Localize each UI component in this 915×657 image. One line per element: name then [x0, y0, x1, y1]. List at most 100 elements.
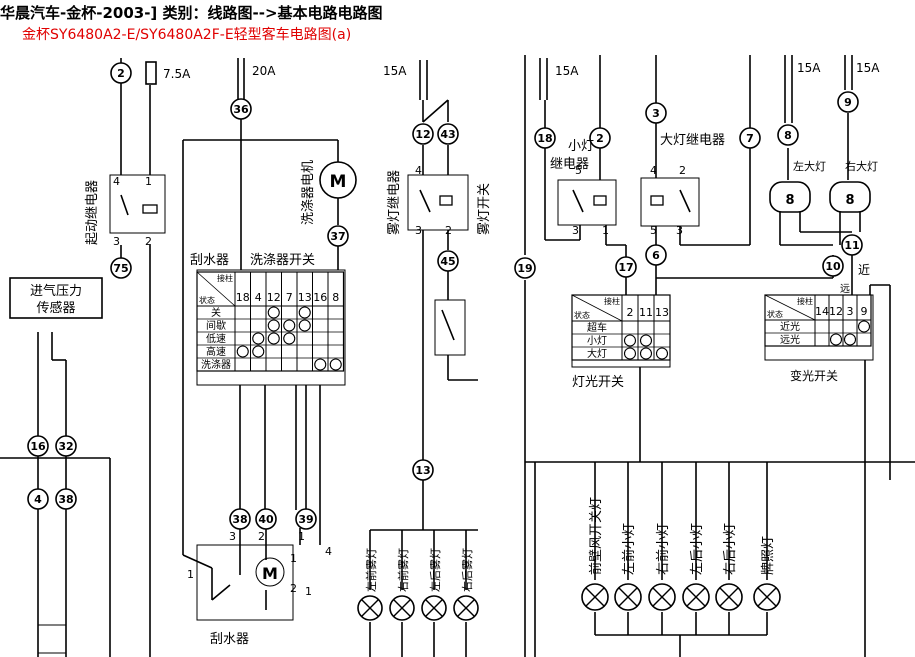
- connector-label: 38: [232, 513, 247, 526]
- washer-switch-label: 洗涤器开关: [250, 253, 315, 268]
- washer-motor: M: [319, 161, 357, 199]
- table-col-header: 9: [861, 305, 868, 318]
- pin-number: 1: [305, 585, 312, 598]
- table-dot: [314, 358, 327, 371]
- table-row-label: 洗涤器: [201, 358, 231, 371]
- connector-label: 2: [117, 67, 125, 80]
- connector-circle: [55, 435, 77, 457]
- table-dot: [252, 332, 265, 345]
- small-relay-label: 继电器: [550, 157, 589, 172]
- fog-lamp-label: 右前雾灯: [396, 548, 410, 592]
- table-col-header: 18: [236, 291, 250, 304]
- table-dot: [298, 306, 311, 319]
- head-lamp-sockets: 8 8: [769, 181, 871, 213]
- connector-label: 3: [652, 107, 660, 120]
- table-col-header: 12: [267, 291, 281, 304]
- pin-number: 2: [258, 530, 265, 543]
- connector-label: 13: [415, 464, 430, 477]
- pin-number: 1: [602, 224, 609, 237]
- connector-circle: [645, 102, 667, 124]
- table-corner-top: 接柱: [217, 273, 233, 283]
- connector-label: 2: [596, 132, 604, 145]
- pin-number: 2: [290, 582, 297, 595]
- table-corner-bottom: 状态: [199, 295, 215, 305]
- pin-number: 3: [676, 224, 683, 237]
- far-label: 远: [840, 283, 850, 295]
- connector-label: 4: [34, 493, 42, 506]
- lamp-group: 前壁风开关灯左前小灯右前小灯左后小灯右后小灯牌照灯: [581, 497, 781, 611]
- wires: [0, 55, 915, 657]
- connector-circle: [822, 255, 844, 277]
- table-col-header: 12: [829, 305, 843, 318]
- fog-switch-label: 雾灯开关: [477, 183, 492, 235]
- connector-circle: [110, 62, 132, 84]
- table-dot: [843, 333, 857, 346]
- lamp-label: 前壁风开关灯: [588, 497, 604, 575]
- washer-motor-symbol: M: [330, 172, 347, 192]
- table-corner-top: 接柱: [604, 296, 620, 306]
- table-dot: [639, 347, 653, 360]
- pin-number: 1: [187, 568, 194, 581]
- pin-number: 3: [415, 224, 422, 237]
- table-col-header: 2: [627, 306, 634, 319]
- left-head-label: 左大灯: [793, 159, 826, 173]
- table-dot: [623, 334, 637, 347]
- connector-circle: [229, 508, 251, 530]
- connector-circle: [645, 244, 667, 266]
- table-row-label: 大灯: [587, 347, 607, 360]
- table-col-header: 4: [255, 291, 262, 304]
- connector-label: 8: [784, 129, 792, 142]
- intake-sensor-label: 进气压力: [30, 283, 82, 299]
- svg-text:8: 8: [845, 193, 854, 208]
- table-corner-bottom: 状态: [574, 310, 590, 320]
- fuse-label: 20A: [252, 64, 276, 78]
- head-relay-label: 大灯继电器: [660, 133, 725, 148]
- table-dot: [267, 319, 280, 332]
- fog-lamp-label: 左后雾灯: [429, 548, 442, 592]
- lamp-label: 左后小灯: [690, 523, 705, 575]
- connector-label: 45: [440, 255, 455, 268]
- pin-number: 3: [229, 530, 236, 543]
- relay-symbols: [109, 174, 691, 587]
- connector-label: 12: [415, 128, 430, 141]
- pin-number: 1: [145, 175, 152, 188]
- table-row-label: 关: [211, 306, 221, 319]
- table-col-header: 16: [313, 291, 327, 304]
- table-col-header: 8: [332, 291, 339, 304]
- lamp-label: 左前小灯: [621, 523, 637, 575]
- connector-circle: [27, 435, 49, 457]
- lamp-label: 右后小灯: [723, 523, 738, 575]
- connector-label: 39: [298, 513, 313, 526]
- connector-label: 43: [440, 128, 455, 141]
- pin-number: 2: [445, 224, 452, 237]
- connector-circle: [255, 508, 277, 530]
- wiper-label: 刮水器: [190, 253, 229, 268]
- connector-circle: [837, 91, 859, 113]
- connector-label: 17: [618, 261, 633, 274]
- pin-number: 4: [325, 545, 332, 558]
- connector-label: 7: [746, 132, 754, 145]
- fog-relay-label: 雾灯继电器: [387, 170, 402, 235]
- table-dot: [267, 332, 280, 345]
- connector-label: 6: [652, 249, 660, 262]
- connector-label: 36: [233, 103, 249, 116]
- connector-label: 32: [58, 440, 73, 453]
- connector-circle: [412, 459, 434, 481]
- connector-label: 10: [825, 260, 841, 273]
- dimmer-switch-label: 变光开关: [790, 368, 838, 383]
- washer-motor-label: 洗涤器电机: [301, 160, 316, 225]
- table-corner-bottom: 状态: [767, 309, 783, 319]
- starter-relay-label: 起动继电器: [85, 180, 100, 245]
- component-labels: 起动继电器 进气压力 传感器 洗涤器电机 刮水器 洗涤器开关 雾灯继电器 雾灯开…: [9, 133, 878, 647]
- pin-number: 3: [572, 224, 579, 237]
- page-title: 华晨汽车-金杯-2003-] 类别：线路图-->基本电路电路图: [0, 4, 383, 22]
- connector-circle: [534, 127, 556, 149]
- connector-label: 18: [537, 132, 552, 145]
- pin-number: 2: [679, 164, 686, 177]
- connector-circle: [437, 250, 459, 272]
- connector-circle: [777, 124, 799, 146]
- table-row-label: 间歇: [206, 319, 226, 332]
- intake-sensor-label: 传感器: [36, 300, 75, 316]
- fuse-label: 15A: [856, 61, 880, 75]
